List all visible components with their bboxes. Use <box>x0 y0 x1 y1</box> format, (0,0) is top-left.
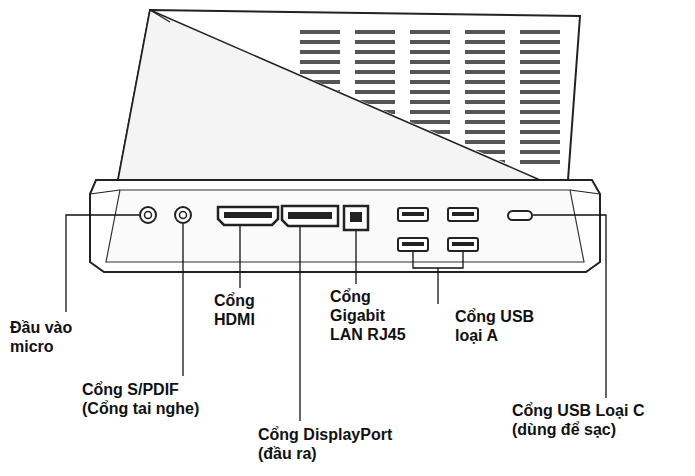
port-panel <box>106 190 584 262</box>
lan-port <box>344 206 368 230</box>
base <box>90 180 600 272</box>
callout-label: Cổng USB Loại C (dùng để sạc) <box>512 401 680 439</box>
callout-label: Cổng USB loại A <box>455 307 547 345</box>
leader-lines <box>66 215 606 421</box>
housing <box>118 10 580 180</box>
callout-label: Cổng Gigabit LAN RJ45 <box>330 287 412 344</box>
spdif-jack <box>175 207 191 223</box>
usb-c-port <box>508 211 532 220</box>
hdmi-port <box>218 207 278 225</box>
callout-label: Cổng DisplayPort (đầu ra) <box>258 425 420 463</box>
mic-jack <box>140 207 156 223</box>
callout-label: Cổng HDMI <box>214 291 272 329</box>
vent-grille <box>300 30 560 164</box>
displayport-port <box>282 206 338 226</box>
callout-label: Đầu vào micro <box>10 318 92 356</box>
housing-face <box>118 10 540 180</box>
usb-a-ports <box>398 208 478 251</box>
callout-label: Cổng S/PDIF (Cổng tai nghe) <box>82 380 218 418</box>
